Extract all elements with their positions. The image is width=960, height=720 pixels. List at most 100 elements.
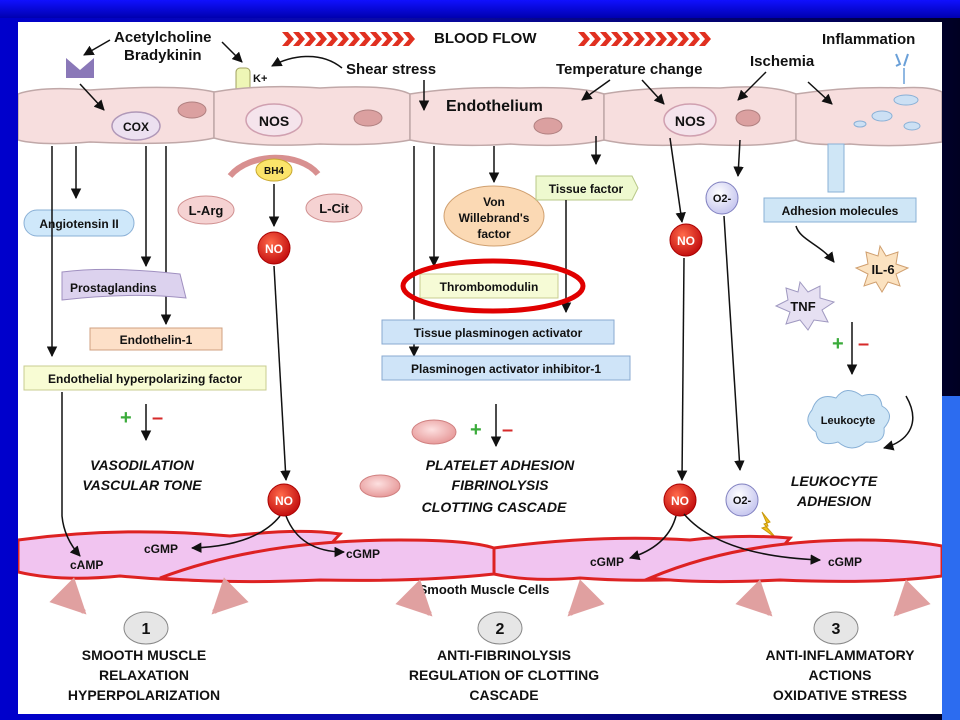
arrow-o2-o2	[723, 215, 745, 472]
arrow-ehf-camp	[61, 392, 81, 557]
acetylcholine-label: Acetylcholine	[114, 29, 212, 46]
inflammation-receptor-icon	[895, 53, 909, 67]
outcome1-line2: RELAXATION	[99, 667, 189, 683]
arrow-no-cgmp-4	[683, 513, 822, 565]
cgmp-label-4: cGMP	[828, 555, 862, 569]
tpa-box: Tissue plasminogen activator	[381, 319, 615, 345]
arrow-leukocyte	[882, 395, 914, 451]
arrow-no-cgmp-1	[190, 515, 281, 553]
arrow-no-no-left	[273, 265, 291, 482]
plus-sign-2: +	[470, 419, 482, 441]
chevron-icon	[622, 32, 634, 46]
blood-flow-chevrons-right	[578, 32, 711, 46]
chevron-icon	[600, 32, 612, 46]
l-cit-cloud: L-Cit	[305, 193, 363, 223]
nos-label-left: NOS	[259, 113, 289, 129]
ischemia-label: Ischemia	[750, 53, 815, 70]
chevron-icon	[392, 32, 404, 46]
plus-minus-1: + –	[120, 404, 163, 442]
l-cit-label: L-Cit	[319, 201, 349, 216]
chevron-icon	[293, 32, 305, 46]
minus-sign-3: –	[858, 333, 869, 355]
ehf-box: Endothelial hyperpolarizing factor	[23, 365, 267, 391]
outcome1-line3: HYPERPOLARIZATION	[68, 687, 220, 703]
platelet-icon-1	[411, 419, 457, 445]
camp-label: cAMP	[70, 558, 103, 572]
vascular-tone-label: VASCULAR TONE	[82, 477, 202, 493]
k-plus-label: K+	[253, 73, 267, 85]
tnf-label: TNF	[790, 299, 815, 314]
leukocyte-label: Leukocyte	[821, 415, 875, 427]
chevron-icon	[589, 32, 601, 46]
arrow-no-no-right	[676, 257, 688, 482]
plus-minus-3: + –	[832, 322, 869, 376]
thrombomodulin-label: Thrombomodulin	[440, 280, 539, 294]
chevron-icon	[655, 32, 667, 46]
nos-cloud-right: NOS	[663, 103, 717, 137]
prostaglandins-box: Prostaglandins	[61, 268, 187, 301]
ehf-label: Endothelial hyperpolarizing factor	[48, 372, 242, 386]
outcome3-line1: ANTI-INFLAMMATORY	[765, 647, 915, 663]
il6-burst: IL-6	[854, 244, 910, 293]
step-number-3: 3	[832, 621, 841, 638]
endothelial-cell-3	[409, 86, 605, 147]
tissue-factor-label: Tissue factor	[549, 182, 624, 196]
arrow-to-o2-top	[733, 139, 744, 178]
arrow-inflammation-cell	[807, 81, 833, 105]
nuclei	[177, 101, 761, 135]
step-number-1: 1	[142, 621, 151, 638]
chevron-icon	[403, 32, 415, 46]
chevron-icon	[666, 32, 678, 46]
chevron-icon	[381, 32, 393, 46]
pink-arrows	[49, 577, 931, 617]
chevron-icon	[578, 32, 590, 46]
o2-bubble-bottom: O2-	[725, 483, 759, 517]
smooth-muscle-layer	[18, 529, 942, 584]
chevron-icon	[644, 32, 656, 46]
step-number-2: 2	[496, 621, 505, 638]
il6-label: IL-6	[871, 262, 894, 277]
chevron-icon	[699, 32, 711, 46]
endothelium-diagram: K+ Acetylcholine Bradykinin BLOOD FLOW S…	[18, 29, 942, 703]
chevron-icon	[359, 32, 371, 46]
angiotensin-box: Angiotensin II	[23, 209, 135, 237]
chevron-icon	[282, 32, 294, 46]
no-top-right-label: NO	[677, 234, 695, 248]
pai-label: Plasminogen activator inhibitor-1	[411, 362, 601, 376]
fibrinolysis-label: FIBRINOLYSIS	[452, 477, 550, 493]
blood-flow-chevrons-left	[282, 32, 415, 46]
chevron-icon	[633, 32, 645, 46]
outcome3-line2: ACTIONS	[809, 667, 872, 683]
von-line3: factor	[477, 227, 511, 241]
arrow-adhesion-il6	[795, 225, 835, 263]
leukocyte-cloud: Leukocyte	[807, 390, 890, 449]
bh4-arc	[227, 154, 321, 179]
outcome2-line2: REGULATION OF CLOTTING	[409, 667, 599, 683]
thrombomodulin-box: Thrombomodulin	[419, 273, 559, 299]
o2-bottom-label: O2-	[733, 495, 752, 507]
shear-stress-label: Shear stress	[346, 61, 436, 78]
endothelin-label: Endothelin-1	[120, 333, 193, 347]
pai-box: Plasminogen activator inhibitor-1	[381, 355, 631, 381]
shear-stress-arrow	[271, 55, 343, 69]
no-bubble-bottom-left: NO	[267, 483, 301, 517]
arrow-temp-nos	[641, 79, 665, 105]
prostaglandins-label: Prostaglandins	[70, 281, 157, 295]
von-willebrand-cloud: Von Willebrand's factor	[443, 185, 545, 247]
bh4-cloud: BH4	[255, 158, 293, 182]
platelet-icon-2	[359, 474, 401, 498]
outcome3-line3: OXIDATIVE STRESS	[773, 687, 907, 703]
platelet-adhesion-label: PLATELET ADHESION	[426, 457, 575, 473]
chevron-icon	[677, 32, 689, 46]
endothelin-box: Endothelin-1	[89, 327, 223, 351]
slide-canvas: K+ Acetylcholine Bradykinin BLOOD FLOW S…	[18, 22, 942, 714]
no-bubble-bottom-right: NO	[663, 483, 697, 517]
blood-flow-label: BLOOD FLOW	[434, 30, 537, 47]
tissue-factor-box: Tissue factor	[535, 175, 639, 201]
step-badge-3: 3	[813, 611, 859, 645]
outcome1-line1: SMOOTH MUSCLE	[82, 647, 206, 663]
cgmp-label-3: cGMP	[590, 555, 624, 569]
chevron-icon	[611, 32, 623, 46]
arrow-to-k-channel	[221, 41, 243, 63]
lightning-icon	[760, 511, 777, 539]
